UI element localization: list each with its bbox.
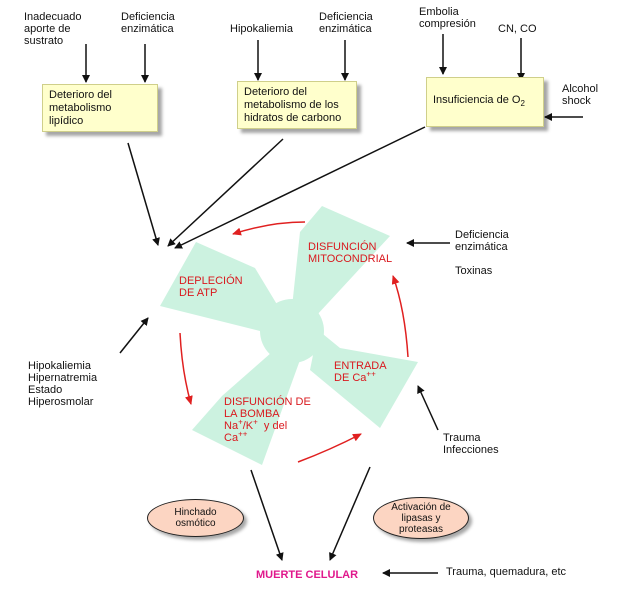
blade-bomba [192,345,300,465]
bomba-title: DISFUNCIÓN DE LA BOMBA [224,396,311,420]
cause-trauma-infecciones: Trauma Infecciones [443,432,499,456]
blade-mito [290,206,390,326]
cause-embolia: Embolia compresión [419,6,476,30]
cause-sustrato: Inadecuado aporte de sustrato [24,11,82,47]
bomba-y-del: y del [257,420,288,432]
bomba-na: Na [224,420,239,432]
oval-activacion-lipasas: Activación de lipasas y proteasas [373,497,469,539]
blade-atp [160,242,290,338]
cause-alcohol-shock: Alcohol shock [562,83,599,107]
ca-text: ENTRADA DE Ca [334,360,387,384]
cause-deficiencia-3: Deficiencia enzimática [455,229,509,253]
box-insuficiencia-o2: Insuficiencia de O2 [426,77,544,127]
input-arrows [82,34,583,577]
label-disfuncion-mitocondrial: DISFUNCIÓN MITOCONDRIAL [308,241,393,265]
pinwheel [160,206,418,465]
bomba-ca: Ca [224,432,239,444]
label-entrada-ca: ENTRADA DE Ca++ [334,360,387,384]
box-metabolismo-carbohidratos: Deterioro del metabolismo de los hidrato… [237,81,357,129]
bomba-k: /K [242,420,254,432]
cycle-arrows [179,221,409,463]
cause-hipokaliemia: Hipokaliemia [230,23,293,35]
cause-deficiencia-1: Deficiencia enzimática [121,11,175,35]
bomba-na-charge: + [238,417,243,427]
cause-deficiencia-2: Deficiencia enzimática [319,11,373,35]
cause-trauma-quemadura: Trauma, quemadura, etc [446,566,567,578]
cause-hiperosmolar: Hipokaliemia Hipernatremia Estado Hipero… [28,360,98,408]
o2-label: Insuficiencia de O [433,94,521,106]
cause-cn-co: CN, CO [498,23,537,35]
pinwheel-hub [260,299,324,363]
bomba-ca-charge: ++ [238,429,248,439]
label-deplecion-atp: DEPLECIÓN DE ATP [179,275,243,299]
blade-ca [310,330,418,428]
oval-hinchado-osmotico: Hinchado osmótico [147,499,244,537]
o2-subscript: 2 [520,99,525,109]
box-metabolismo-lipidico: Deterioro del metabolismo lipídico [42,84,158,132]
cause-toxinas: Toxinas [455,265,493,277]
bomba-k-charge: + [253,417,258,427]
muerte-celular: MUERTE CELULAR [256,569,359,581]
ca-superscript: ++ [366,369,376,379]
